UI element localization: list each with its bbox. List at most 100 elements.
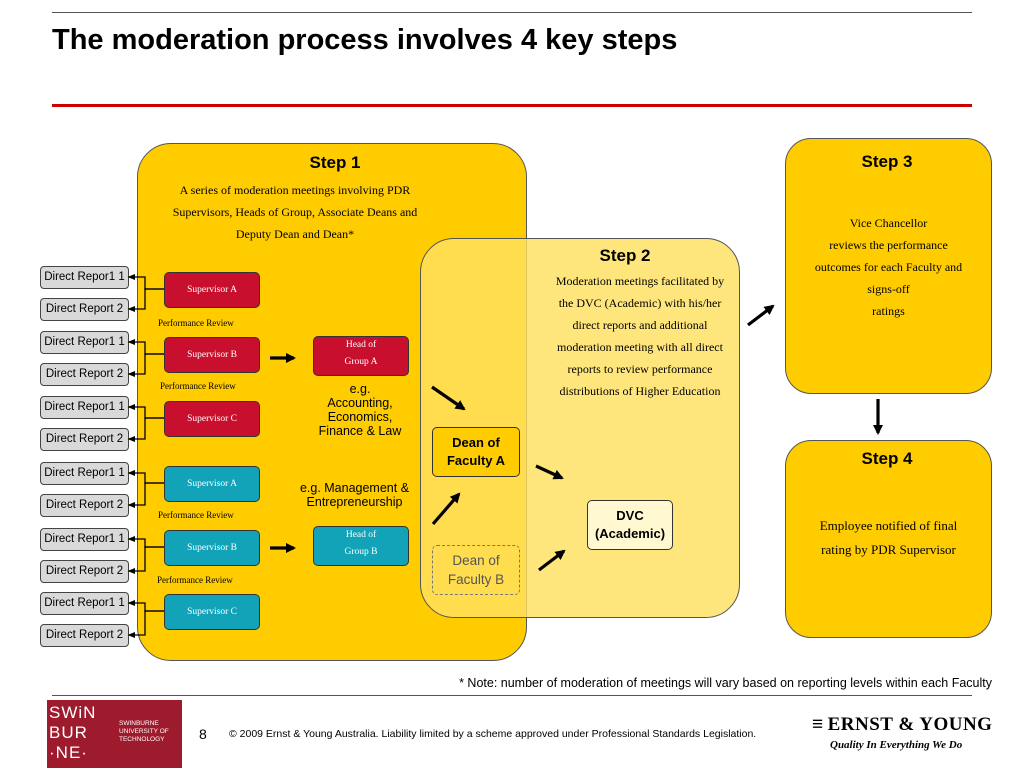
arrow-head-a-to-dean-a: [431, 385, 466, 411]
direct-report-box: Direct Repor1 1: [40, 462, 129, 485]
head-of-group-b-line: Head of: [345, 530, 377, 540]
step1-description: A series of moderation meetings involvin…: [150, 179, 440, 245]
connector-line: [127, 535, 164, 548]
direct-report-box: Direct Repor1 1: [40, 266, 129, 289]
supervisor-c-box: Supervisor C: [164, 594, 260, 630]
ey-bars-icon: ≡: [812, 714, 824, 735]
arrow-dean-b-to-dvc: [538, 549, 566, 572]
connector-line: [127, 273, 164, 290]
direct-report-box: Direct Repor1 1: [40, 528, 129, 551]
example-group-b-line: Entrepreneurship: [306, 495, 403, 509]
supervisor-a-box: Supervisor A: [164, 466, 260, 502]
connector-line: [127, 599, 164, 612]
step2-desc-line: Moderation meetings facilitated by: [555, 274, 725, 288]
title-underline: [52, 104, 972, 107]
dvc-academic-line: DVC: [616, 508, 644, 523]
step3-desc-line: Vice Chancellor: [849, 216, 928, 230]
dean-faculty-a-line: Faculty A: [446, 453, 506, 468]
example-group-a-line: Accounting,: [327, 396, 393, 410]
example-group-a-line: e.g.: [349, 382, 371, 396]
swinburne-name-line: SWINBURNE: [119, 720, 159, 727]
swinburne-name-line: TECHNOLOGY: [119, 736, 165, 743]
step2-desc-line: distributions of Higher Education: [559, 384, 721, 398]
connector-line: [127, 353, 164, 378]
swinburne-logo: SWiN BUR ·NE· SWINBURNE UNIVERSITY OF TE…: [47, 700, 182, 768]
head-of-group-a-line: Head of: [345, 340, 377, 350]
supervisor-c-box: Supervisor C: [164, 401, 260, 437]
step1-title: Step 1: [309, 153, 361, 172]
example-group-b-line: e.g. Management &: [299, 481, 410, 495]
arrow-dean-a-to-dvc: [535, 464, 564, 480]
connector-line: [127, 338, 164, 355]
step2-title: Step 2: [599, 246, 651, 265]
swinburne-name-line: UNIVERSITY OF: [119, 728, 169, 735]
step4-desc-line: rating by PDR Supervisor: [821, 542, 956, 557]
ey-logo-text: ERNST & YOUNG: [827, 714, 993, 735]
dvc-academic-box: DVC (Academic): [587, 500, 673, 550]
arrow-step2-to-step3: [747, 304, 775, 327]
performance-review-label: Performance Review: [158, 510, 234, 520]
example-group-a-line: Economics,: [327, 410, 393, 424]
copyright-text: © 2009 Ernst & Young Australia. Liabilit…: [229, 728, 757, 740]
step3-desc-line: ratings: [872, 304, 905, 318]
step2-desc-line: the DVC (Academic) with his/her: [558, 296, 722, 310]
swinburne-mark-line: ·NE·: [49, 743, 88, 762]
head-of-group-b-box: Head of Group B: [313, 526, 409, 566]
direct-report-box: Direct Report 2: [40, 624, 129, 647]
example-group-a-line: Finance & Law: [318, 424, 402, 438]
step3-desc-line: reviews the performance: [829, 238, 948, 252]
direct-report-box: Direct Repor1 1: [40, 331, 129, 354]
direct-report-box: Direct Report 2: [40, 494, 129, 517]
slide-title: The moderation process involves 4 key st…: [52, 24, 678, 56]
direct-report-box: Direct Repor1 1: [40, 396, 129, 419]
connector-line: [127, 417, 164, 443]
connector-line: [127, 610, 164, 639]
step2-desc-line: moderation meeting with all direct: [557, 340, 723, 354]
head-of-group-b-line: Group B: [344, 547, 378, 557]
step4-description: Employee notified of final rating by PDR…: [790, 514, 987, 562]
step1-desc-line: Deputy Dean and Dean*: [235, 227, 355, 241]
performance-review-label: Performance Review: [160, 381, 236, 391]
head-of-group-a-line: Group A: [344, 357, 378, 367]
dean-faculty-a-box: Dean of Faculty A: [432, 427, 520, 477]
step4-title: Step 4: [861, 449, 913, 468]
head-of-group-a-box: Head of Group A: [313, 336, 409, 376]
connector-line: [127, 482, 164, 509]
page-number: 8: [199, 726, 207, 742]
direct-report-box: Direct Report 2: [40, 560, 129, 583]
step2-desc-line: reports to review performance: [567, 362, 713, 376]
footnote: * Note: number of moderation of meetings…: [459, 676, 992, 690]
supervisor-b-box: Supervisor B: [164, 337, 260, 373]
report-connectors: [127, 273, 164, 639]
swinburne-mark-line: SWiN: [49, 703, 97, 722]
step1-desc-line: A series of moderation meetings involvin…: [179, 183, 411, 197]
swinburne-mark-line: BUR: [49, 723, 88, 742]
step3-desc-line: signs-off: [867, 282, 910, 296]
dvc-academic-line: (Academic): [594, 526, 666, 541]
ey-tagline: Quality In Everything We Do: [830, 739, 963, 751]
bottom-rule: [52, 695, 972, 696]
swinburne-logo-name: SWINBURNE UNIVERSITY OF TECHNOLOGY: [119, 720, 169, 744]
supervisor-a-box: Supervisor A: [164, 272, 260, 308]
performance-review-label: Performance Review: [158, 318, 234, 328]
step3-title: Step 3: [861, 152, 913, 171]
step2-description: Moderation meetings facilitated by the D…: [535, 270, 745, 402]
step3-desc-line: outcomes for each Faculty and: [814, 260, 963, 274]
dean-faculty-b-line: Dean of: [452, 553, 500, 568]
dean-faculty-a-line: Dean of: [452, 435, 500, 450]
step4-desc-line: Employee notified of final: [819, 518, 958, 533]
performance-review-label: Performance Review: [157, 575, 233, 585]
direct-report-box: Direct Report 2: [40, 428, 129, 451]
connector-line: [127, 288, 164, 313]
step1-desc-line: Supervisors, Heads of Group, Associate D…: [172, 205, 418, 219]
example-group-a: e.g. Accounting, Economics, Finance & La…: [300, 382, 420, 438]
connector-line: [127, 546, 164, 575]
step3-panel: [785, 138, 992, 394]
connector-line: [127, 469, 164, 484]
dean-faculty-b-box: Dean of Faculty B: [432, 545, 520, 595]
step2-desc-line: direct reports and additional: [572, 318, 708, 332]
connector-line: [127, 403, 164, 419]
swinburne-logo-mark: SWiN BUR ·NE·: [49, 703, 111, 763]
arrow-head-b-to-dean-a: [431, 492, 461, 526]
